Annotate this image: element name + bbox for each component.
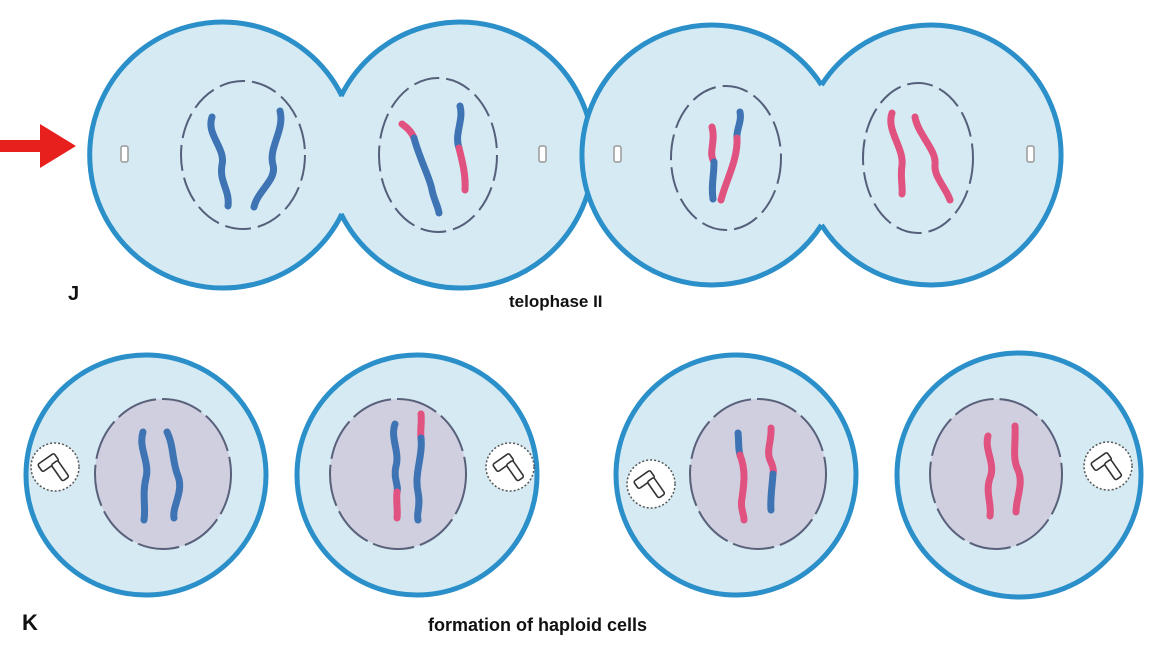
chromatid (394, 424, 398, 492)
chromatid (417, 438, 421, 520)
centriole-icon (121, 146, 128, 162)
centrosome-icon (627, 460, 675, 508)
chromatid (421, 414, 422, 438)
chromatid (740, 455, 744, 520)
centrosome-icon (1084, 442, 1132, 490)
nucleus (690, 399, 826, 549)
centriole-icon (614, 146, 621, 162)
chromatid (397, 492, 398, 518)
row-label-k: K (22, 610, 38, 636)
chromatid (712, 127, 714, 162)
caption-haploid-cells: formation of haploid cells (428, 615, 647, 636)
nucleus (95, 399, 231, 549)
centriole-icon (1027, 146, 1034, 162)
chromatid (458, 106, 461, 148)
dividing-cell-left (89, 22, 594, 288)
row-label-j: J (68, 283, 79, 306)
chromatid (712, 162, 714, 199)
centrosome-icon (31, 443, 79, 491)
red-arrow-icon (0, 124, 76, 168)
dividing-cell-right (581, 25, 1062, 285)
chromatid (737, 112, 741, 138)
centriole-icon (539, 146, 546, 162)
caption-telophase-ii: telophase II (509, 292, 603, 312)
nucleus (930, 399, 1062, 549)
chromatid (987, 436, 992, 516)
chromatid (771, 474, 773, 510)
centrosome-icon (486, 443, 534, 491)
